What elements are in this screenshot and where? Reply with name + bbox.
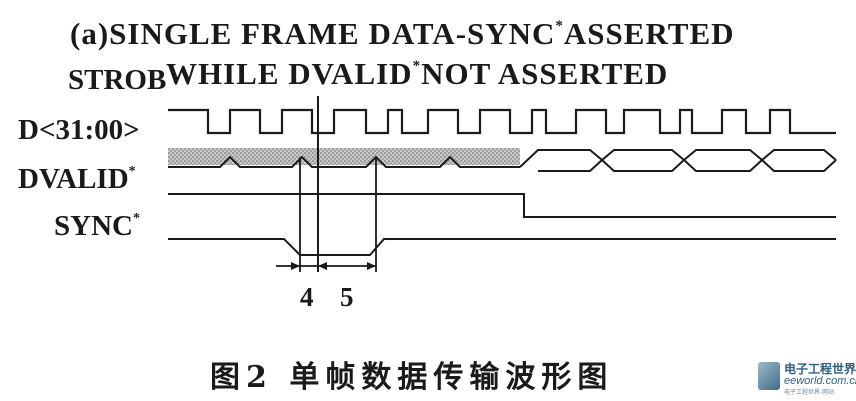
title-line-1: (a)SINGLE FRAME DATA-SYNC*ASSERTED [70, 16, 735, 51]
watermark-logo: 电子工程世界 eeworld.com.cn 电子工程世界·网站 [758, 358, 856, 396]
watermark-site: eeworld.com.cn [784, 375, 856, 387]
dvalid-label: DVALID* [18, 163, 136, 195]
watermark-name: 电子工程世界 [784, 362, 856, 376]
watermark-icon [758, 362, 780, 390]
dim-5-arrow-right [367, 262, 376, 270]
data-bus-eye-bottom [538, 158, 837, 172]
dvalid-waveform [168, 193, 836, 218]
sync-waveform [168, 238, 836, 256]
dim-4-arrow [291, 262, 300, 270]
data-bus-label: D<31:00> [18, 114, 140, 146]
data-bus-hatch [168, 148, 520, 165]
sync-label: SYNC* [54, 210, 140, 242]
dim-5-arrow-left [318, 262, 327, 270]
strob-waveform [168, 108, 836, 135]
timing-mark-4: 4 [300, 282, 314, 312]
strob-label: STROB [68, 64, 167, 96]
figure-caption: 图2 单帧数据传输波形图 [210, 360, 614, 395]
title-line-2: WHILE DVALID*NOT ASSERTED [166, 56, 669, 91]
timing-mark-5: 5 [340, 282, 354, 312]
data-bus-line-invalid [168, 155, 520, 168]
watermark-slogan: 电子工程世界·网站 [784, 390, 834, 396]
